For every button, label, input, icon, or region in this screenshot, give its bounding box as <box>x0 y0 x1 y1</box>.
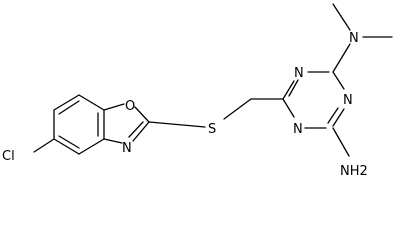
bond <box>332 43 351 73</box>
atom-label-s: S <box>208 122 216 137</box>
bond <box>53 94 80 111</box>
bond <box>332 127 350 157</box>
atom-label-n-oxazole: N <box>122 141 132 156</box>
bond <box>134 106 150 123</box>
bond <box>332 3 351 31</box>
atom-label-o: O <box>125 99 135 114</box>
bond <box>148 121 206 128</box>
bond <box>282 80 295 100</box>
structure-diagram: Cl O N S N N N N NH2 <box>2 3 393 179</box>
atom-label-nh2: NH2 <box>340 164 368 179</box>
atom-label-n-dimethylamine: N <box>349 31 359 46</box>
molecule-canvas: Cl O N S N N N N NH2 <box>2 3 393 179</box>
bond <box>103 138 123 144</box>
atom-label-cl: Cl <box>2 149 15 164</box>
bond <box>78 138 105 155</box>
bond <box>282 98 295 118</box>
atom-labels: Cl O N S N N N N NH2 <box>2 31 368 179</box>
bond <box>327 107 339 124</box>
bond <box>33 138 55 153</box>
bond <box>58 100 80 115</box>
bond <box>103 103 125 111</box>
atom-label-n-triazine-right: N <box>343 93 353 108</box>
bond <box>128 121 144 138</box>
bond <box>132 121 150 142</box>
atom-label-n-triazine-top: N <box>294 66 304 81</box>
atom-label-n-triazine-left: N <box>293 122 303 137</box>
bond-lines <box>33 3 393 157</box>
bond <box>58 135 80 149</box>
bond <box>332 108 345 127</box>
bond <box>78 94 105 111</box>
bond <box>53 138 80 155</box>
bond <box>332 71 345 90</box>
bond <box>223 98 252 120</box>
bond <box>288 79 299 97</box>
